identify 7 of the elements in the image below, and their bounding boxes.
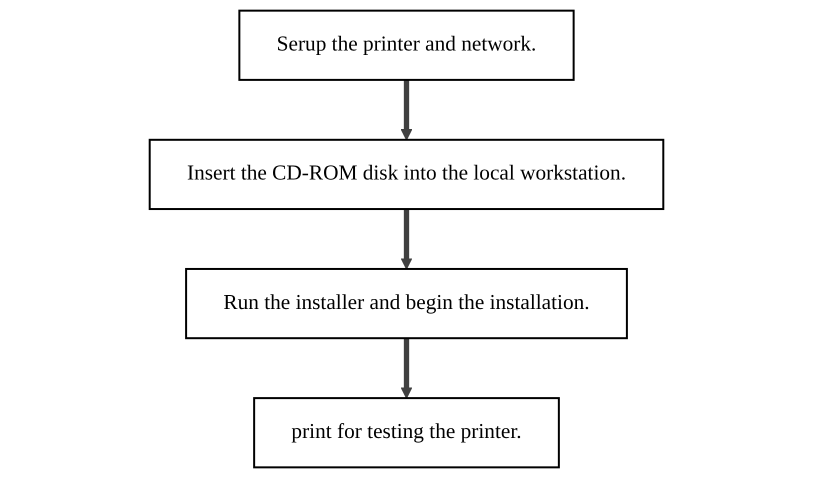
arrow — [400, 209, 412, 270]
arrow — [400, 80, 412, 140]
arrow — [400, 338, 412, 399]
node-box: print for testing the printer. — [253, 397, 560, 468]
node-box: Serup the printer and network. — [238, 10, 575, 81]
node-box: Insert the CD-ROM disk into the local workstation. — [148, 138, 664, 210]
node-box: Run the installer and begin the installation. — [185, 268, 628, 340]
